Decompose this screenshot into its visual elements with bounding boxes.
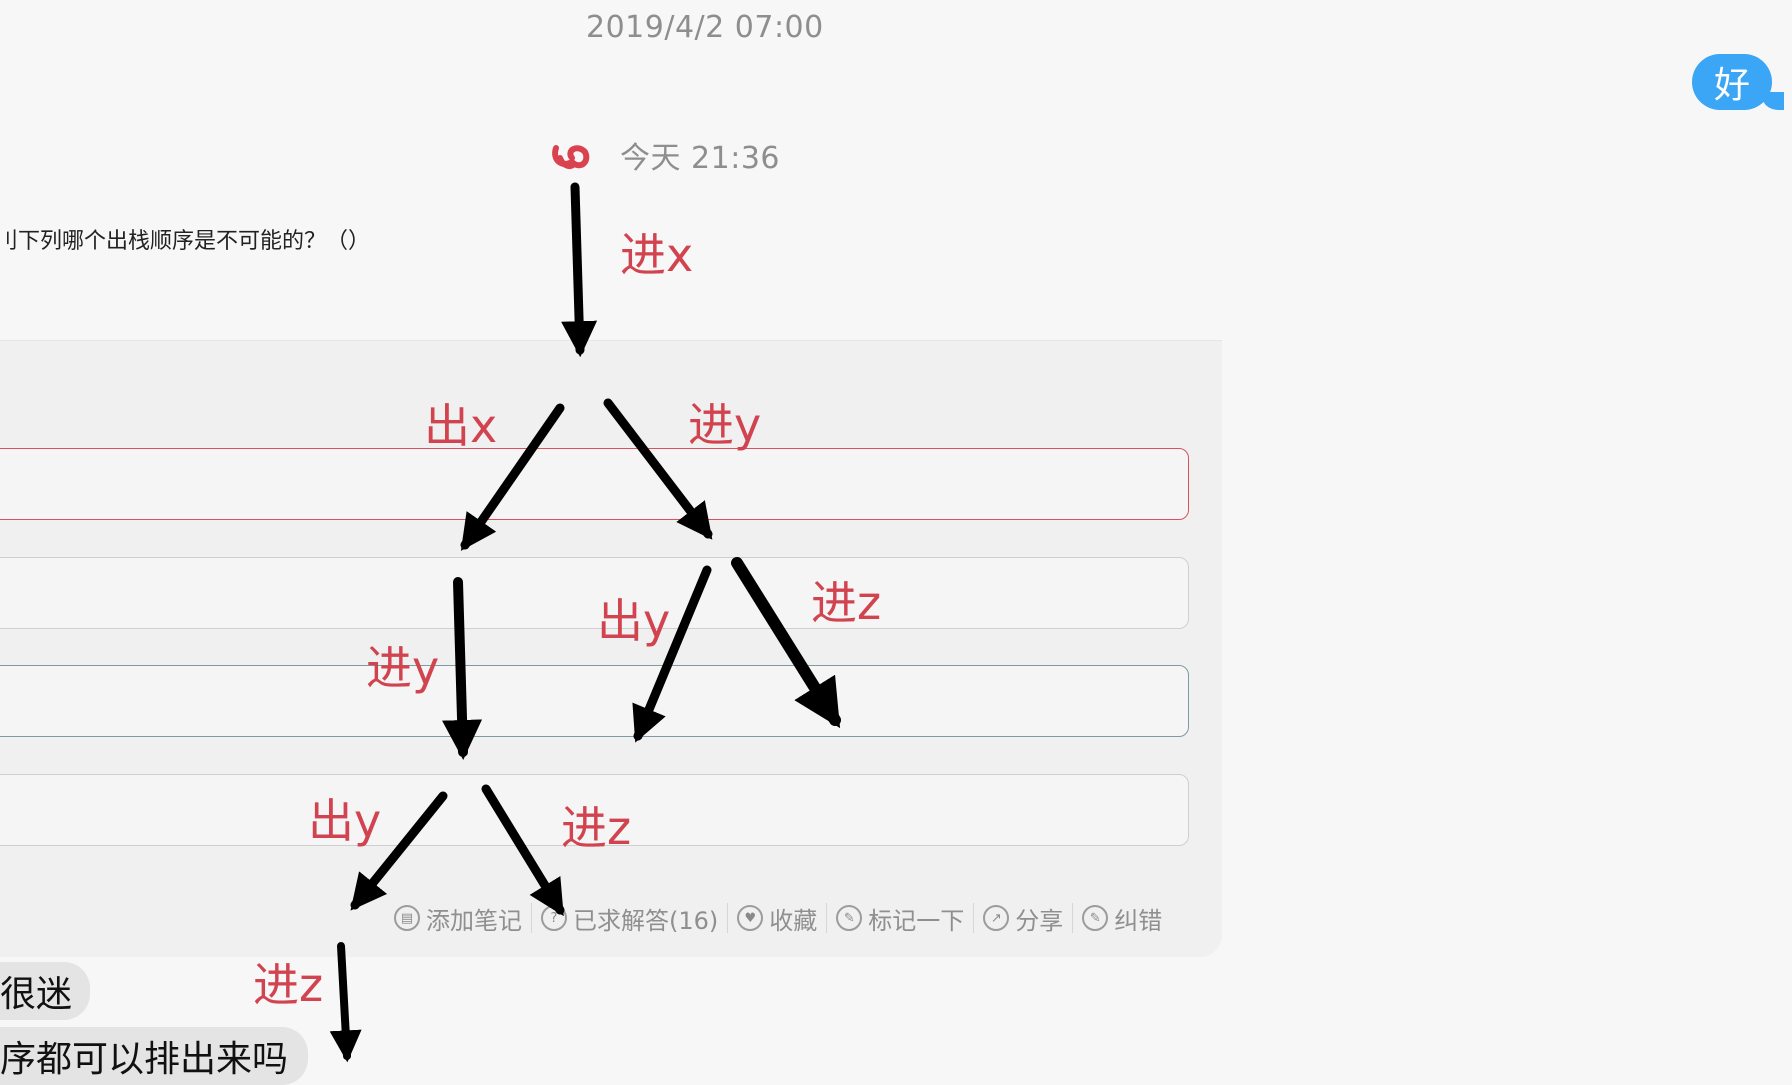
toolbar-divider bbox=[1072, 903, 1074, 933]
arrow-push-z-right bbox=[731, 557, 841, 729]
pencil-icon: ✎ bbox=[836, 905, 863, 931]
annotation-pop-y-mid: 出y bbox=[597, 594, 671, 648]
timestamp-2: 今天 21:36 bbox=[620, 141, 780, 176]
arrow-push-z-mid bbox=[481, 784, 565, 917]
question-panel bbox=[0, 340, 1222, 957]
arrow-pop-y-left bbox=[350, 791, 448, 911]
ask-answer-label: 已求解答(16) bbox=[573, 906, 719, 935]
toolbar-divider bbox=[531, 903, 532, 933]
toolbar-divider bbox=[826, 903, 828, 933]
arrow-push-y-left bbox=[442, 577, 483, 760]
answer-option-1[interactable] bbox=[0, 448, 1189, 520]
arrow-pop-x bbox=[460, 403, 565, 551]
mark-button[interactable]: ✎ 标记一下 bbox=[836, 901, 964, 936]
arrow-push-y-right bbox=[603, 398, 713, 540]
question-text: 刂下列哪个出栈顺序是不可能的？（） bbox=[0, 229, 371, 254]
favorite-label: 收藏 bbox=[769, 906, 818, 935]
arrow-push-x bbox=[561, 182, 598, 358]
favorite-button[interactable]: ♥ 收藏 bbox=[737, 901, 817, 936]
answer-option-2[interactable] bbox=[0, 557, 1189, 629]
arrow-pop-y-mid bbox=[632, 565, 712, 743]
heart-icon: ♥ bbox=[737, 905, 764, 931]
toolbar-divider bbox=[727, 903, 729, 933]
add-note-label: 添加笔记 bbox=[426, 906, 522, 935]
annotation-pop-x: 出x bbox=[424, 399, 498, 453]
notebook-icon: ▤ bbox=[394, 905, 420, 931]
mark-label: 标记一下 bbox=[868, 906, 965, 935]
edit-icon: ✎ bbox=[1082, 905, 1109, 931]
outgoing-message-bubble[interactable]: 好 bbox=[1692, 54, 1792, 111]
annotation-push-z-bottom: 进z bbox=[253, 958, 324, 1012]
arrow-push-z-bottom bbox=[329, 942, 362, 1063]
timestamp-1: 2019/4/2 07:00 bbox=[586, 10, 824, 45]
incoming-message-bubble[interactable]: 序都可以排出来吗 bbox=[0, 1027, 309, 1085]
annotation-push-y-left: 进y bbox=[366, 641, 440, 695]
report-error-label: 纠错 bbox=[1114, 906, 1163, 935]
add-note-button[interactable]: ▤ 添加笔记 bbox=[394, 901, 522, 936]
outgoing-message-text: 好 bbox=[1713, 65, 1750, 106]
annotation-push-x: 进x bbox=[620, 228, 694, 282]
share-icon: ↗ bbox=[983, 905, 1010, 931]
share-button[interactable]: ↗ 分享 bbox=[983, 901, 1063, 936]
ask-answer-button[interactable]: ? 已求解答(16) bbox=[541, 901, 718, 936]
toolbar-divider bbox=[973, 903, 975, 933]
annotation-push-y-right: 进y bbox=[688, 398, 762, 452]
incoming-message-text: 序都可以排出来吗 bbox=[0, 1039, 289, 1080]
annotation-pop-y-left: 出y bbox=[308, 794, 382, 848]
annotation-push-z-right: 进z bbox=[811, 576, 882, 630]
annotation-push-z-mid: 进z bbox=[561, 801, 632, 855]
question-toolbar: ▤ 添加笔记 ? 已求解答(16) ♥ 收藏 ✎ 标记一下 ↗ 分享 ✎ 纠错 bbox=[394, 900, 1162, 936]
answer-option-3[interactable] bbox=[0, 665, 1189, 737]
red-scribble-mark bbox=[552, 145, 590, 169]
report-error-button[interactable]: ✎ 纠错 bbox=[1082, 901, 1162, 936]
incoming-message-bubble[interactable]: 很迷 bbox=[0, 962, 91, 1020]
share-label: 分享 bbox=[1015, 906, 1064, 935]
incoming-message-text: 很迷 bbox=[0, 974, 73, 1015]
answer-option-4[interactable] bbox=[0, 774, 1189, 846]
